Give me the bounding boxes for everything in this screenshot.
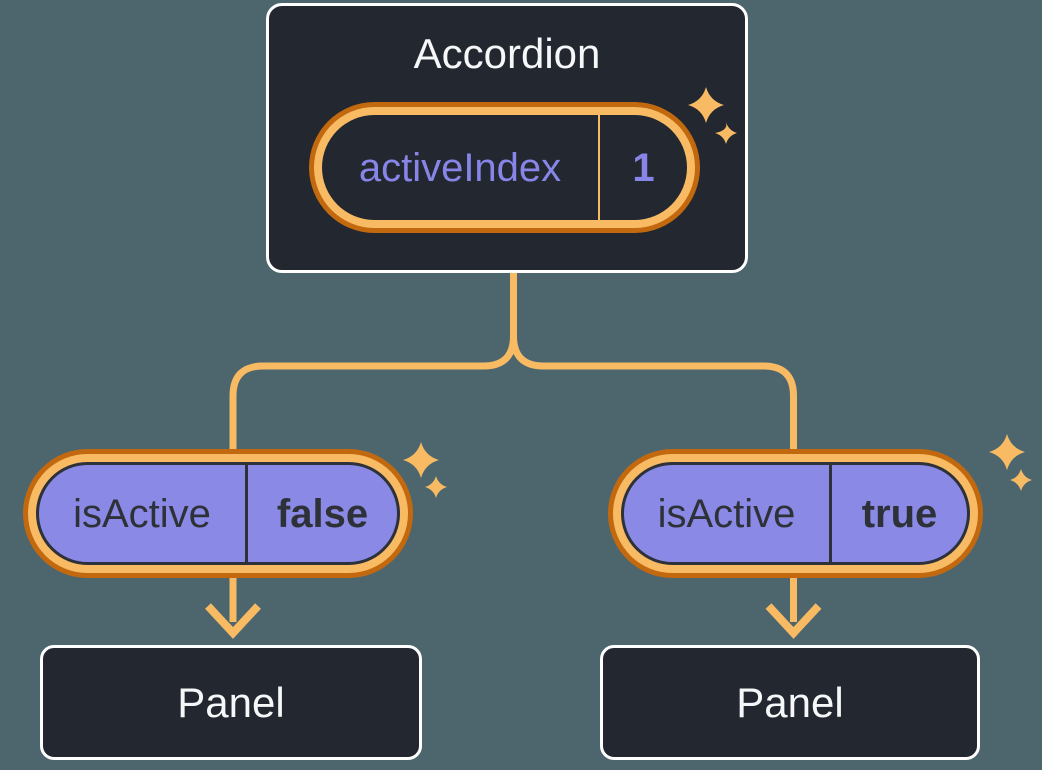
- panel-title: Panel: [736, 678, 844, 726]
- sparkle-icon: [1010, 469, 1032, 491]
- branch-line-right: [510, 270, 797, 458]
- sparkle-icon: [403, 442, 439, 478]
- pill-divider: [598, 115, 600, 220]
- state-name-label: isActive: [657, 491, 796, 536]
- state-value: 1: [632, 145, 655, 190]
- state-pill-is-active-left: isActive false: [36, 462, 400, 565]
- panel-card-right: Panel: [600, 645, 980, 760]
- branch-line-left: [229, 270, 517, 458]
- panel-card-left: Panel: [40, 645, 422, 760]
- state-name-label: activeIndex: [358, 145, 562, 190]
- state-pill-active-index: activeIndex 1: [322, 115, 687, 220]
- sparkle-icon: [989, 434, 1025, 470]
- state-name-label: isActive: [73, 491, 211, 536]
- arrow-down-icon: [205, 570, 261, 639]
- accordion-title: Accordion: [413, 30, 601, 77]
- arrow-down-icon: [765, 570, 822, 639]
- pill-divider: [245, 465, 248, 562]
- state-pill-is-active-right: isActive true: [621, 462, 970, 565]
- sparkle-icon: [425, 476, 447, 498]
- state-value: false: [276, 491, 369, 536]
- pill-divider: [829, 465, 832, 562]
- panel-title: Panel: [177, 678, 285, 726]
- state-value: true: [861, 491, 938, 536]
